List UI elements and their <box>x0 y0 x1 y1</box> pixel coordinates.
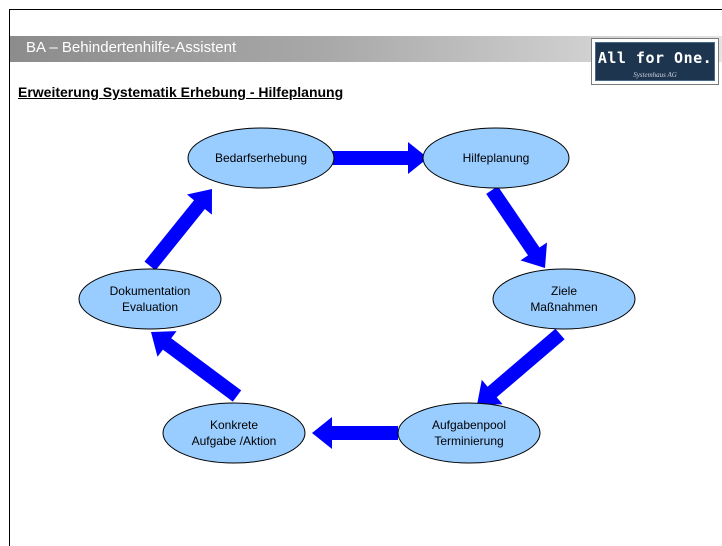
node-label: Evaluation <box>122 300 178 314</box>
node-ellipse <box>492 268 636 330</box>
node-label: Aufgabe /Aktion <box>192 434 277 448</box>
node-label: Maßnahmen <box>530 300 597 314</box>
node-label: Terminierung <box>434 434 503 448</box>
node-label: Bedarfserhebung <box>215 151 307 165</box>
logo-text: All for One. <box>597 49 713 67</box>
company-logo: All for One. Systemhaus AG <box>591 38 719 85</box>
cycle-arrow-2 <box>486 186 547 268</box>
cycle-arrows <box>144 142 565 449</box>
node-label: Dokumentation <box>110 284 191 298</box>
node-ellipse <box>187 127 335 189</box>
node-label: Ziele <box>551 284 577 298</box>
node-ellipse <box>78 268 222 330</box>
cycle-arrow-5 <box>151 331 242 402</box>
presentation-title: BA – Behindertenhilfe-Assistent <box>26 39 237 56</box>
slide-subtitle: Erweiterung Systematik Erhebung - Hilfep… <box>18 84 344 100</box>
node-ellipse <box>397 402 541 464</box>
cycle-arrow-3 <box>477 328 565 405</box>
node-label: Konkrete <box>210 418 258 432</box>
cycle-arrow-4 <box>312 417 398 449</box>
cycle-node-bedarf: Bedarfserhebung <box>187 127 335 189</box>
cycle-arrow-6 <box>144 189 212 271</box>
node-label: Hilfeplanung <box>463 151 530 165</box>
cycle-nodes: Bedarfserhebung HilfeplanungZieleMaßnahme… <box>78 127 636 464</box>
node-ellipse <box>162 402 306 464</box>
logo-subtext: Systemhaus AG <box>633 71 677 79</box>
cycle-arrow-1 <box>330 142 428 174</box>
logo-background: All for One. Systemhaus AG <box>595 42 715 81</box>
node-ellipse <box>422 127 570 189</box>
node-label: Aufgabenpool <box>432 418 506 432</box>
cycle-node-hilfe: Hilfeplanung <box>422 127 570 189</box>
